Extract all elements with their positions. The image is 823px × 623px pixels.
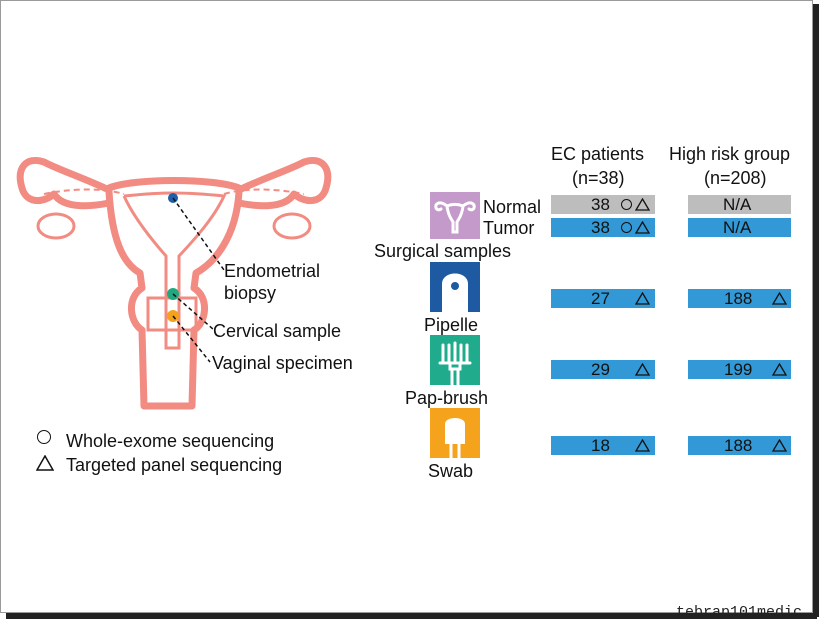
triangle-icon	[772, 439, 787, 452]
pipelle-icon	[430, 262, 480, 312]
value-pipelle-hr: 188	[724, 289, 753, 308]
col-hr-title: High risk group	[669, 144, 791, 164]
triangle-icon	[772, 292, 787, 305]
triangle-icon	[772, 363, 787, 376]
value-tumor-hr: N/A	[723, 218, 752, 237]
sample-normal: Normal	[483, 197, 542, 217]
triangle-icon	[36, 455, 54, 471]
col-hr-n: (n=208)	[704, 168, 767, 188]
sample-pap-brush: Pap-brush	[405, 388, 489, 408]
value-pipelle-ec: 27	[591, 289, 610, 308]
triangle-icon	[635, 221, 650, 234]
bar-normal-ec: 38	[551, 195, 655, 214]
figure-panel	[0, 0, 813, 613]
triangle-icon	[635, 363, 650, 376]
label-biopsy: biopsy	[224, 283, 277, 303]
uterus-illustration	[16, 157, 332, 410]
bar-pap-ec: 29	[551, 360, 655, 379]
bar-pipelle-hr: 188	[688, 289, 791, 308]
sample-swab: Swab	[428, 461, 474, 481]
value-pap-ec: 29	[591, 360, 610, 379]
value-normal-hr: N/A	[723, 195, 752, 214]
circle-icon	[37, 430, 51, 444]
bar-swab-ec: 18	[551, 436, 655, 455]
value-tumor-ec: 38	[591, 218, 610, 237]
bar-tumor-ec: 38	[551, 218, 655, 237]
triangle-icon	[635, 198, 650, 211]
sample-surgical: Surgical samples	[374, 241, 512, 261]
value-normal-ec: 38	[591, 195, 610, 214]
value-pap-hr: 199	[724, 360, 753, 379]
frame-shadow-right	[813, 4, 819, 617]
triangle-icon	[635, 292, 650, 305]
bar-swab-hr: 188	[688, 436, 791, 455]
swab-icon	[430, 408, 480, 458]
sample-tumor: Tumor	[483, 218, 535, 238]
pap-brush-icon	[430, 335, 480, 385]
surgical-uterus-icon	[430, 192, 480, 239]
watermark: tebrap101medic	[676, 604, 803, 621]
bar-normal-hr: N/A	[688, 195, 791, 214]
col-ec-title: EC patients	[551, 144, 645, 164]
sample-pipelle: Pipelle	[424, 315, 479, 335]
triangle-icon	[635, 439, 650, 452]
col-ec-n: (n=38)	[572, 168, 625, 188]
bar-tumor-hr: N/A	[688, 218, 791, 237]
legend-tps: Targeted panel sequencing	[66, 455, 283, 475]
circle-icon	[621, 222, 632, 233]
label-cervical: Cervical sample	[213, 321, 342, 341]
label-vaginal: Vaginal specimen	[212, 353, 353, 373]
bar-pipelle-ec: 27	[551, 289, 655, 308]
bar-pap-hr: 199	[688, 360, 791, 379]
legend-wes: Whole-exome sequencing	[66, 431, 275, 451]
circle-icon	[621, 199, 632, 210]
value-swab-ec: 18	[591, 436, 610, 455]
label-endometrial: Endometrial	[224, 261, 321, 281]
value-swab-hr: 188	[724, 436, 753, 455]
frame-shadow-bottom	[6, 613, 817, 619]
